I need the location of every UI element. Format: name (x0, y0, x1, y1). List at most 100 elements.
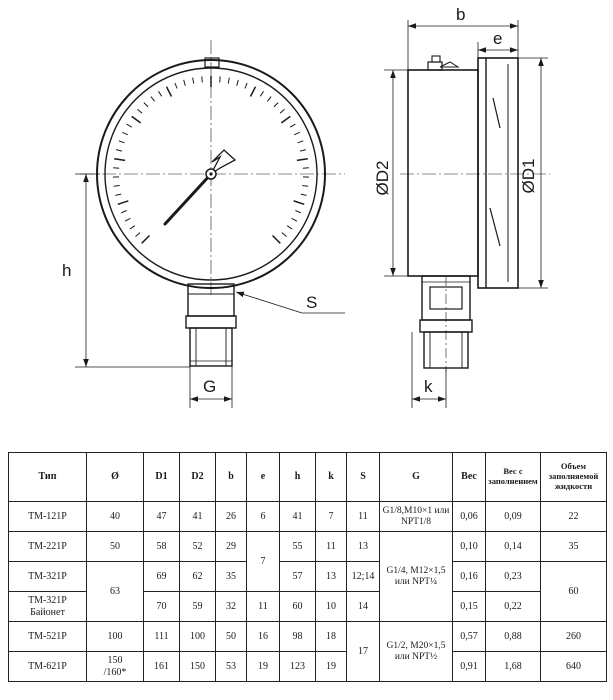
cell-h: 57 (279, 561, 316, 592)
minor-tick (273, 102, 279, 108)
cell-d1: 58 (143, 531, 180, 562)
major-tick (165, 86, 173, 97)
minor-tick (302, 185, 309, 187)
cell-k: 7 (315, 501, 347, 532)
minor-tick (118, 140, 125, 144)
minor-tick (115, 193, 122, 196)
cell-weight: 0,57 (452, 621, 486, 652)
dimension-k (411, 332, 447, 408)
cell-g: G1/2, М20×1,5 или NPT½ (379, 621, 453, 682)
minor-tick (113, 185, 120, 187)
label-e: e (493, 29, 502, 48)
major-tick (293, 200, 305, 206)
case-body (407, 69, 479, 277)
thread-connection (189, 327, 233, 367)
cell-e: 16 (246, 621, 280, 652)
top-lug (204, 57, 220, 68)
cell-weight-filled: 1,68 (485, 651, 541, 682)
cell-weight-filled: 0,23 (485, 561, 541, 592)
cell-d2: 62 (179, 561, 216, 592)
cell-diam: 50 (86, 531, 144, 562)
minor-tick (279, 108, 285, 114)
cell-k: 13 (315, 561, 347, 592)
dimension-d2 (384, 69, 408, 277)
minor-tick (259, 91, 264, 97)
cell-diam: 63 (86, 561, 144, 622)
minor-tick (227, 77, 230, 84)
minor-tick (297, 140, 304, 144)
minor-tick (137, 108, 143, 114)
cell-d2: 100 (179, 621, 216, 652)
cell-d2: 52 (179, 531, 216, 562)
label-s: S (306, 293, 317, 312)
major-tick (131, 115, 142, 124)
minor-tick (120, 210, 127, 214)
cell-b: 29 (215, 531, 247, 562)
minor-tick (150, 96, 155, 102)
label-h: h (62, 261, 71, 280)
cell-h: 98 (279, 621, 316, 652)
side-view (400, 55, 550, 372)
header-volume: Объем заполняемой жидкости (540, 452, 607, 502)
cell-weight: 0,10 (452, 531, 486, 562)
minor-tick (281, 232, 287, 237)
cell-diam: 100 (86, 621, 144, 652)
cell-h: 55 (279, 531, 316, 562)
cell-d1: 47 (143, 501, 180, 532)
label-k: k (424, 377, 433, 396)
header-type: Тип (8, 452, 87, 502)
cell-b: 50 (215, 621, 247, 652)
cell-k: 18 (315, 621, 347, 652)
cell-weight: 0,06 (452, 501, 486, 532)
cell-h: 41 (279, 501, 316, 532)
header-b: b (215, 452, 247, 502)
minor-tick (300, 193, 307, 196)
header-e: e (246, 452, 280, 502)
minor-tick (299, 149, 307, 152)
cell-diam: 40 (86, 501, 144, 532)
cell-s: 11 (346, 501, 380, 532)
dimension-g (189, 366, 233, 408)
cell-d1: 161 (143, 651, 180, 682)
minor-tick (174, 82, 178, 89)
minor-tick (158, 91, 163, 97)
cell-s: 13 (346, 531, 380, 562)
cell-d1: 69 (143, 561, 180, 592)
cell-weight-filled: 0,09 (485, 501, 541, 532)
minor-tick (126, 123, 133, 128)
cell-e: 11 (246, 591, 280, 622)
minor-tick (286, 225, 293, 230)
header-d2: D2 (179, 452, 216, 502)
cell-diam: 150/160* (86, 651, 144, 682)
major-tick (296, 157, 308, 162)
header-g: G (379, 452, 453, 502)
minor-tick (219, 76, 221, 83)
table-row: ТМ-621Р 150/160* 161 150 53 19 123 19 0,… (8, 651, 607, 682)
cell-b: 26 (215, 501, 247, 532)
filler-plug (427, 61, 443, 71)
cell-d1: 111 (143, 621, 180, 652)
specs-table-container: Тип Ø D1 D2 b e h k S G Вес Вес с заполн… (8, 452, 607, 682)
minor-tick (183, 79, 186, 86)
dimension-s (235, 291, 345, 314)
bezel-ring (477, 57, 519, 289)
cell-b: 35 (215, 561, 247, 592)
cell-volume: 260 (540, 621, 607, 652)
cell-type: ТМ-321Р (8, 561, 87, 592)
header-d1: D1 (143, 452, 180, 502)
cell-volume: 60 (540, 561, 607, 622)
header-h: h (279, 452, 316, 502)
minor-tick (244, 82, 248, 89)
dimension-h (75, 173, 190, 368)
cell-e: 7 (246, 531, 280, 592)
label-d2: ØD2 (373, 161, 392, 196)
header-diam: Ø (86, 452, 144, 502)
label-b: b (456, 5, 465, 24)
cell-k: 19 (315, 651, 347, 682)
cell-type: ТМ-221Р (8, 531, 87, 562)
minor-tick (236, 79, 239, 86)
cell-k: 11 (315, 531, 347, 562)
table-row: ТМ-521Р 100 111 100 50 16 98 18 17 G1/2,… (8, 621, 607, 682)
specs-table: Тип Ø D1 D2 b e h k S G Вес Вес с заполн… (8, 452, 607, 682)
